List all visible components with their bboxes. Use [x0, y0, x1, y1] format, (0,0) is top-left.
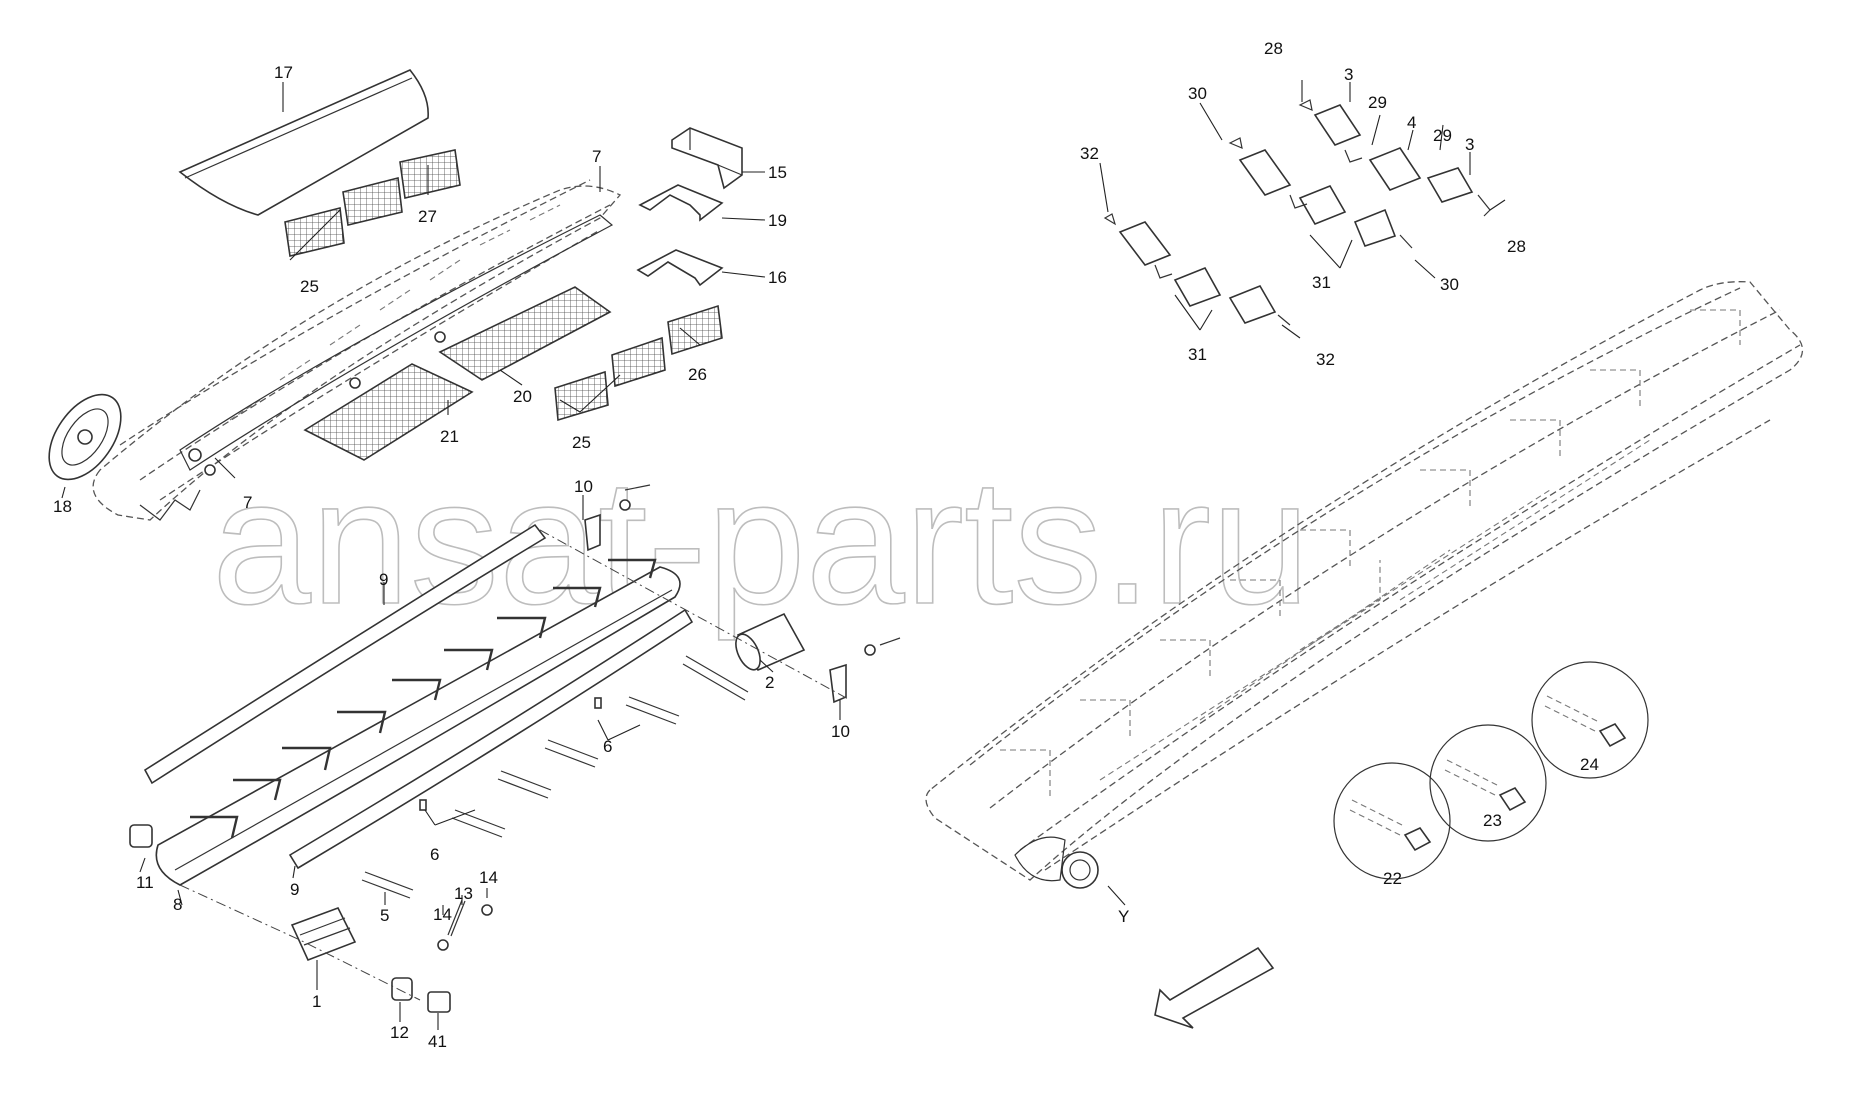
conveyor-frame-right: [925, 281, 1804, 889]
callout-16: 16: [768, 268, 787, 287]
callout-14: 14: [433, 905, 452, 924]
part-13-bolt: [447, 899, 466, 937]
callout-10: 10: [574, 477, 593, 496]
callout-10: 10: [831, 722, 850, 741]
part-10-bracket-upper: [584, 484, 651, 552]
callout-4: 4: [1407, 113, 1416, 132]
callout-18: 18: [53, 497, 72, 516]
callout-20: 20: [513, 387, 532, 406]
callout-15: 15: [768, 163, 787, 182]
callout-24: 24: [1580, 755, 1599, 774]
direction-arrow-icon: [1154, 946, 1275, 1029]
part-18-wheel-guard: [48, 393, 122, 481]
roller-set-upper-right: [1103, 99, 1491, 326]
callout-7: 7: [243, 493, 252, 512]
callout-3: 3: [1344, 65, 1353, 84]
callout-17: 17: [274, 63, 293, 82]
part-9-side-strip-lower: [288, 608, 694, 870]
part-19-bracket: [638, 184, 724, 222]
part-25-mesh-panels-lower: [554, 304, 723, 422]
callout-11: 11: [136, 873, 154, 892]
callout-31: 31: [1188, 345, 1207, 364]
part-9-side-strip-upper: [143, 523, 547, 785]
callout-29: 29: [1368, 93, 1387, 112]
callout-29: 29: [1433, 126, 1452, 145]
callout-25: 25: [300, 277, 319, 296]
callout-Y: Y: [1118, 907, 1129, 926]
part-15-bracket: [671, 127, 743, 190]
callout-41: 41: [428, 1032, 447, 1051]
assembly-axis-lines: [179, 529, 851, 1001]
callout-26: 26: [688, 365, 707, 384]
detail-circle-24: [1531, 661, 1649, 779]
callout-14: 14: [479, 868, 498, 887]
callout-9: 9: [290, 880, 299, 899]
callout-32: 32: [1316, 350, 1335, 369]
callout-25: 25: [572, 433, 591, 452]
callout-1: 1: [312, 992, 321, 1011]
callout-30: 30: [1188, 84, 1207, 103]
part-6-pins: [419, 697, 602, 811]
callout-9: 9: [379, 570, 388, 589]
watermark-text: ansat-parts.ru: [212, 442, 1310, 641]
detail-circle-22: [1333, 762, 1451, 880]
part-16-bracket: [636, 249, 724, 287]
callout-12: 12: [390, 1023, 409, 1042]
part-5-shafts: [361, 655, 749, 899]
part-2-idler-roller: [735, 612, 806, 672]
callout-3: 3: [1465, 135, 1474, 154]
callout-28: 28: [1507, 237, 1526, 256]
callout-5: 5: [380, 906, 389, 925]
part-8-conveyor-belt: [155, 558, 681, 886]
part-27-mesh-panel: [284, 149, 461, 257]
conveyor-frame-upper-left: [92, 179, 622, 521]
callout-2: 2: [765, 673, 774, 692]
leader-lines: [61, 80, 1506, 1030]
part-21-mesh-panel: [303, 363, 474, 461]
callout-31: 31: [1312, 273, 1331, 292]
callout-32: 32: [1080, 144, 1099, 163]
callout-7: 7: [592, 147, 601, 166]
part-10-bracket-lower: [829, 637, 901, 704]
callout-30: 30: [1440, 275, 1459, 294]
callout-21: 21: [440, 427, 459, 446]
callout-labels: 17 27 25 7 15 19 16 26 20 21 25 18 7 10 …: [53, 39, 1599, 1051]
callout-22: 22: [1383, 869, 1402, 888]
callout-13: 13: [454, 884, 473, 903]
part-1-drive-roller: [290, 907, 357, 962]
callout-19: 19: [768, 211, 787, 230]
callout-23: 23: [1483, 811, 1502, 830]
callout-6: 6: [603, 737, 612, 756]
callout-28: 28: [1264, 39, 1283, 58]
part-14-nuts: [437, 904, 493, 951]
part-11-bearing: [129, 824, 153, 848]
detail-circle-23: [1429, 724, 1547, 842]
part-20-mesh-panel: [438, 286, 612, 381]
callout-6: 6: [430, 845, 439, 864]
callout-8: 8: [173, 895, 182, 914]
part-17-top-cover: [178, 69, 429, 216]
part-41-motor: [427, 991, 451, 1013]
callout-27: 27: [418, 207, 437, 226]
part-12-bearing: [391, 977, 413, 1001]
